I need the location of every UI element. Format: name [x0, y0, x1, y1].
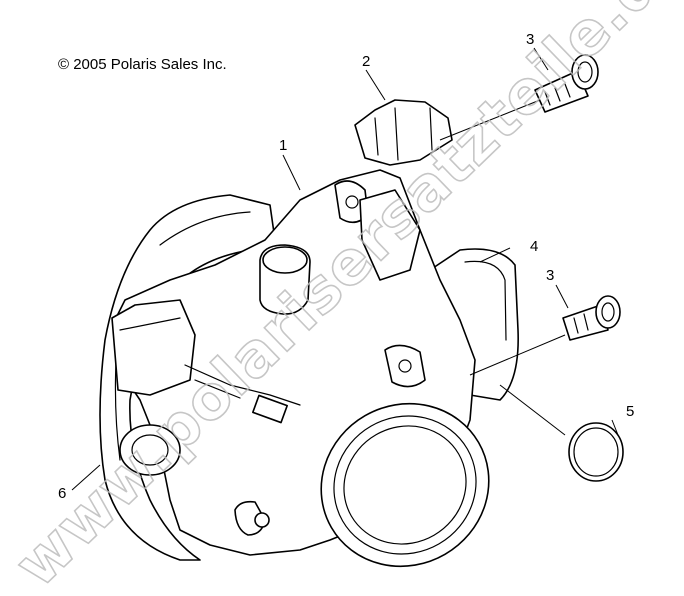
leader-lines: [71, 47, 619, 491]
callout-6: 6: [58, 485, 66, 502]
copyright-notice: © 2005 Polaris Sales Inc.: [58, 56, 227, 73]
part-2-connector: [354, 99, 453, 166]
callout-2: 2: [362, 53, 370, 70]
callout-4: 4: [530, 238, 538, 255]
part-3-screw-upper: [534, 54, 599, 113]
part-3-screw-lower: [562, 295, 621, 341]
callout-3-upper: 3: [526, 31, 534, 48]
part-1-throttle-body: [111, 169, 490, 568]
callout-5: 5: [626, 403, 634, 420]
callout-1: 1: [279, 137, 287, 154]
part-5-o-ring: [568, 422, 624, 482]
part-4-flange: [429, 248, 519, 401]
callout-3-lower: 3: [546, 267, 554, 284]
